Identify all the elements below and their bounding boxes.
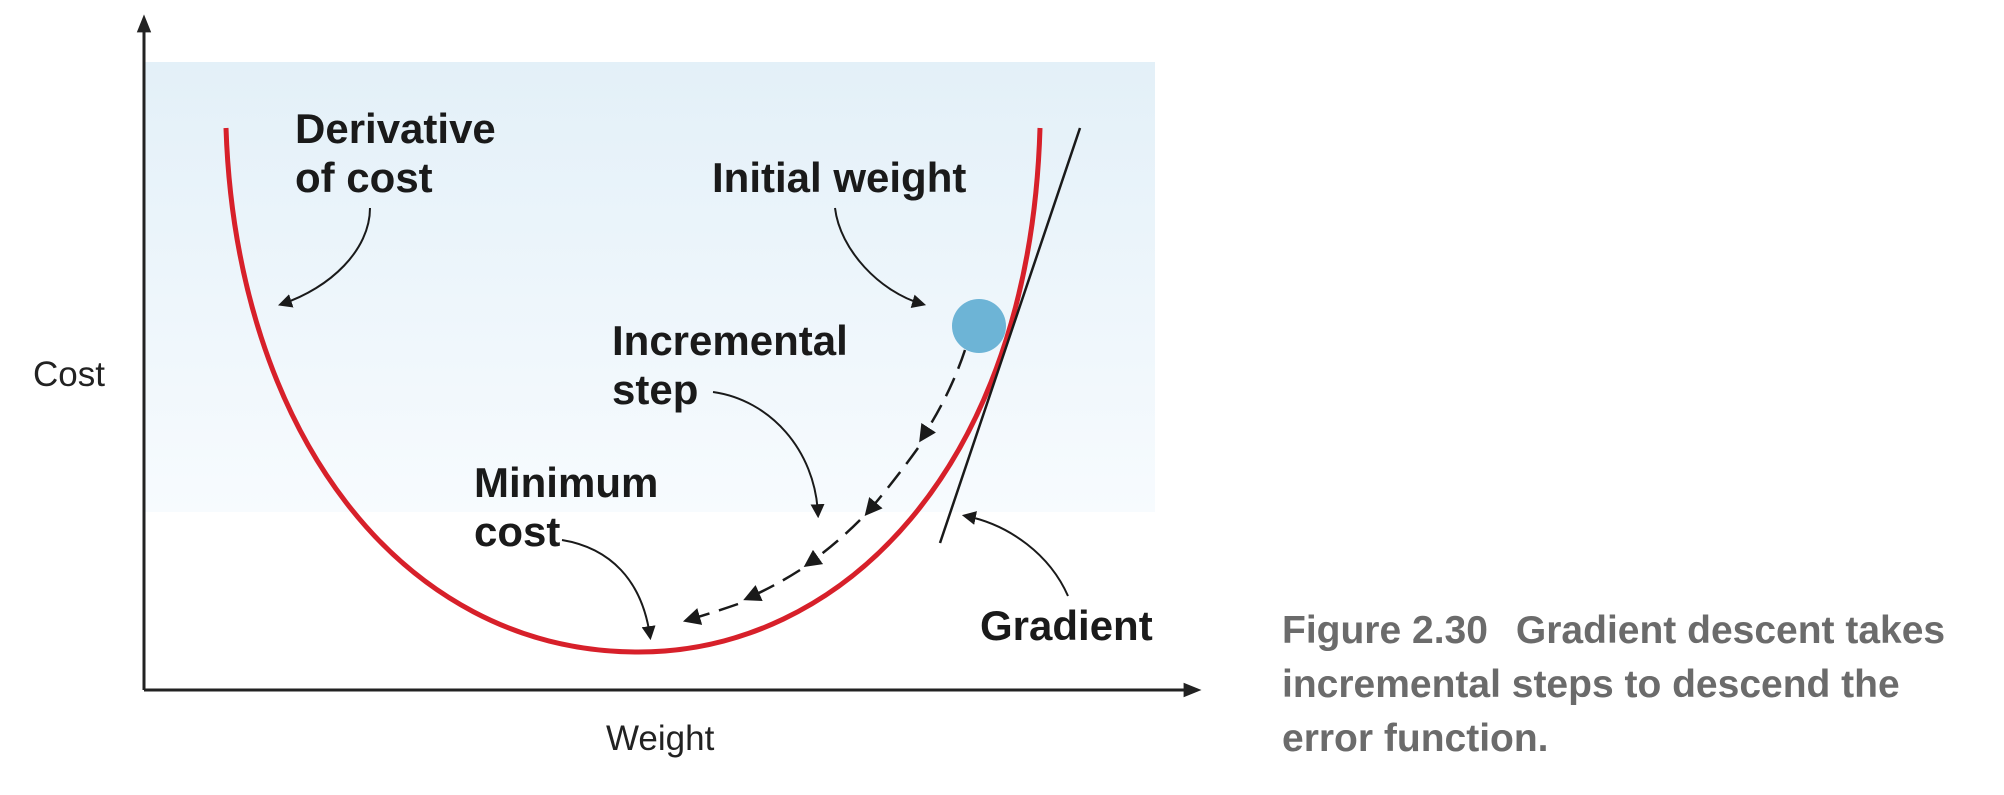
cost-curve <box>223 127 1043 655</box>
gradient-tangent-line <box>938 127 1082 544</box>
incremental-step-label-line1: Incremental <box>612 317 848 364</box>
minimum-cost-label-line2: cost <box>474 508 560 555</box>
gradient-pointer-arrow <box>961 511 1069 597</box>
incremental-step-label-line2: step <box>612 366 698 413</box>
derivative-pointer-arrow <box>278 207 371 308</box>
figure-number: Figure 2.30 <box>1282 609 1488 652</box>
step-arrow-3 <box>803 519 861 568</box>
y-axis-label: Cost <box>33 355 105 394</box>
step-arrow-2 <box>864 447 920 517</box>
initial-weight-label: Initial weight <box>712 154 966 201</box>
gradient-label: Gradient <box>980 602 1153 649</box>
minimum-cost-pointer-arrow <box>561 539 656 641</box>
step-arrow-4 <box>743 568 801 602</box>
incremental-step-arrows <box>682 349 967 625</box>
initial-weight-ball <box>952 299 1006 353</box>
x-axis-label: Weight <box>606 719 715 758</box>
incremental-step-pointer-arrow <box>712 391 825 519</box>
step-arrow-5 <box>682 602 739 625</box>
initial-weight-pointer-arrow <box>834 207 927 309</box>
derivative-label-line1: Derivative <box>295 105 496 152</box>
minimum-cost-label-line1: Minimum <box>474 459 658 506</box>
derivative-label-line2: of cost <box>295 154 433 201</box>
background-band <box>145 62 1155 512</box>
caption-text: Gradient descent takes incremental steps… <box>1282 609 1946 760</box>
step-arrow-1 <box>919 349 967 443</box>
